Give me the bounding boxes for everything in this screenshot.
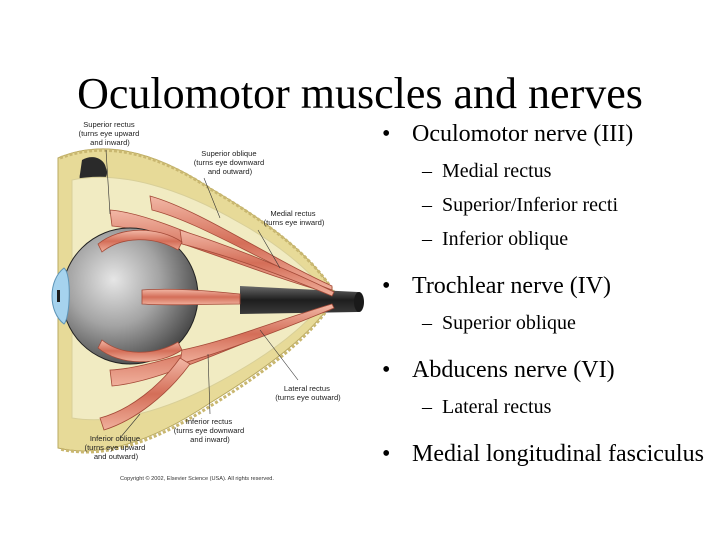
bullet-text: Abducens nerve (VI)	[412, 357, 615, 383]
superior-muscle-insertion	[97, 229, 183, 253]
leader-lateral-rectus	[259, 329, 299, 381]
leader-superior-rectus	[105, 149, 111, 215]
sub-bullet-superior-oblique: –Superior oblique	[422, 312, 576, 334]
figure-copyright: Copyright © 2002, Elsevier Science (USA)…	[120, 475, 274, 482]
optic-nerve	[240, 286, 363, 314]
bullet-marker: •	[382, 441, 391, 467]
bullet-abducens-nerve: • Abducens nerve (VI) –Lateral rectus	[380, 352, 710, 424]
bullet-list: • Oculomotor nerve (III) –Medial rectus …	[380, 116, 710, 468]
orbit-bone-top-edge	[59, 148, 338, 297]
sub-bullet-lateral-rectus: –Lateral rectus	[422, 396, 552, 418]
eye-muscle-illustration: Superior rectus (turns eye upward and in…	[40, 118, 380, 490]
label-inferior-rectus: Inferior rectus (turns eye downward and …	[174, 417, 247, 444]
cornea	[51, 267, 70, 325]
label-medial-rectus: Medial rectus (turns eye inward)	[264, 209, 325, 227]
medial-rectus-muscle	[179, 229, 335, 297]
label-superior-oblique: Superior oblique (turns eye downward and…	[194, 149, 267, 176]
superior-oblique-muscle	[149, 195, 333, 291]
sub-bullet-inferior-oblique: –Inferior oblique	[422, 228, 569, 250]
label-inferior-oblique: Inferior oblique (turns eye upward and o…	[85, 434, 148, 461]
equator-muscle-band	[141, 288, 241, 306]
sub-bullet-medial-rectus: –Medial rectus	[422, 160, 552, 182]
label-lateral-rectus: Lateral rectus (turns eye outward)	[275, 384, 341, 402]
optic-nerve-end	[354, 292, 364, 312]
bullet-marker: •	[382, 273, 391, 299]
bullet-text: Trochlear nerve (IV)	[412, 273, 612, 299]
leader-superior-oblique	[203, 177, 221, 219]
leader-inferior-rectus	[207, 353, 211, 415]
sub-bullet-list: –Medial rectus –Superior/Inferior recti …	[412, 154, 710, 256]
bullet-oculomotor-nerve: • Oculomotor nerve (III) –Medial rectus …	[380, 116, 710, 256]
label-superior-rectus: Superior rectus (turns eye upward and in…	[79, 120, 142, 147]
pupil	[57, 290, 60, 302]
leader-inferior-oblique	[119, 413, 141, 439]
bullet-medial-longitudinal-fasciculus: • Medial longitudinal fasciculus	[380, 436, 710, 468]
sub-bullet-list: –Superior oblique	[412, 306, 710, 340]
bullet-marker: •	[382, 121, 391, 147]
sub-bullet-list: –Lateral rectus	[412, 390, 710, 424]
inferior-muscle-insertion	[97, 339, 183, 363]
eye-muscle-diagram: Superior rectus (turns eye upward and in…	[51, 120, 364, 482]
bullet-marker: •	[382, 357, 391, 383]
orbit-bone-bottom-edge	[59, 295, 338, 454]
leader-medial-rectus	[257, 229, 281, 269]
inferior-oblique-muscle	[99, 357, 191, 431]
bullet-text: Medial longitudinal fasciculus	[412, 441, 704, 467]
sub-bullet-superior-inferior-recti: –Superior/Inferior recti	[422, 194, 619, 216]
bullet-text: Oculomotor nerve (III)	[412, 121, 634, 147]
slide-title: Oculomotor muscles and nerves	[77, 69, 643, 118]
bullet-trochlear-nerve: • Trochlear nerve (IV) –Superior oblique	[380, 268, 710, 340]
lateral-rectus-muscle	[179, 303, 335, 365]
